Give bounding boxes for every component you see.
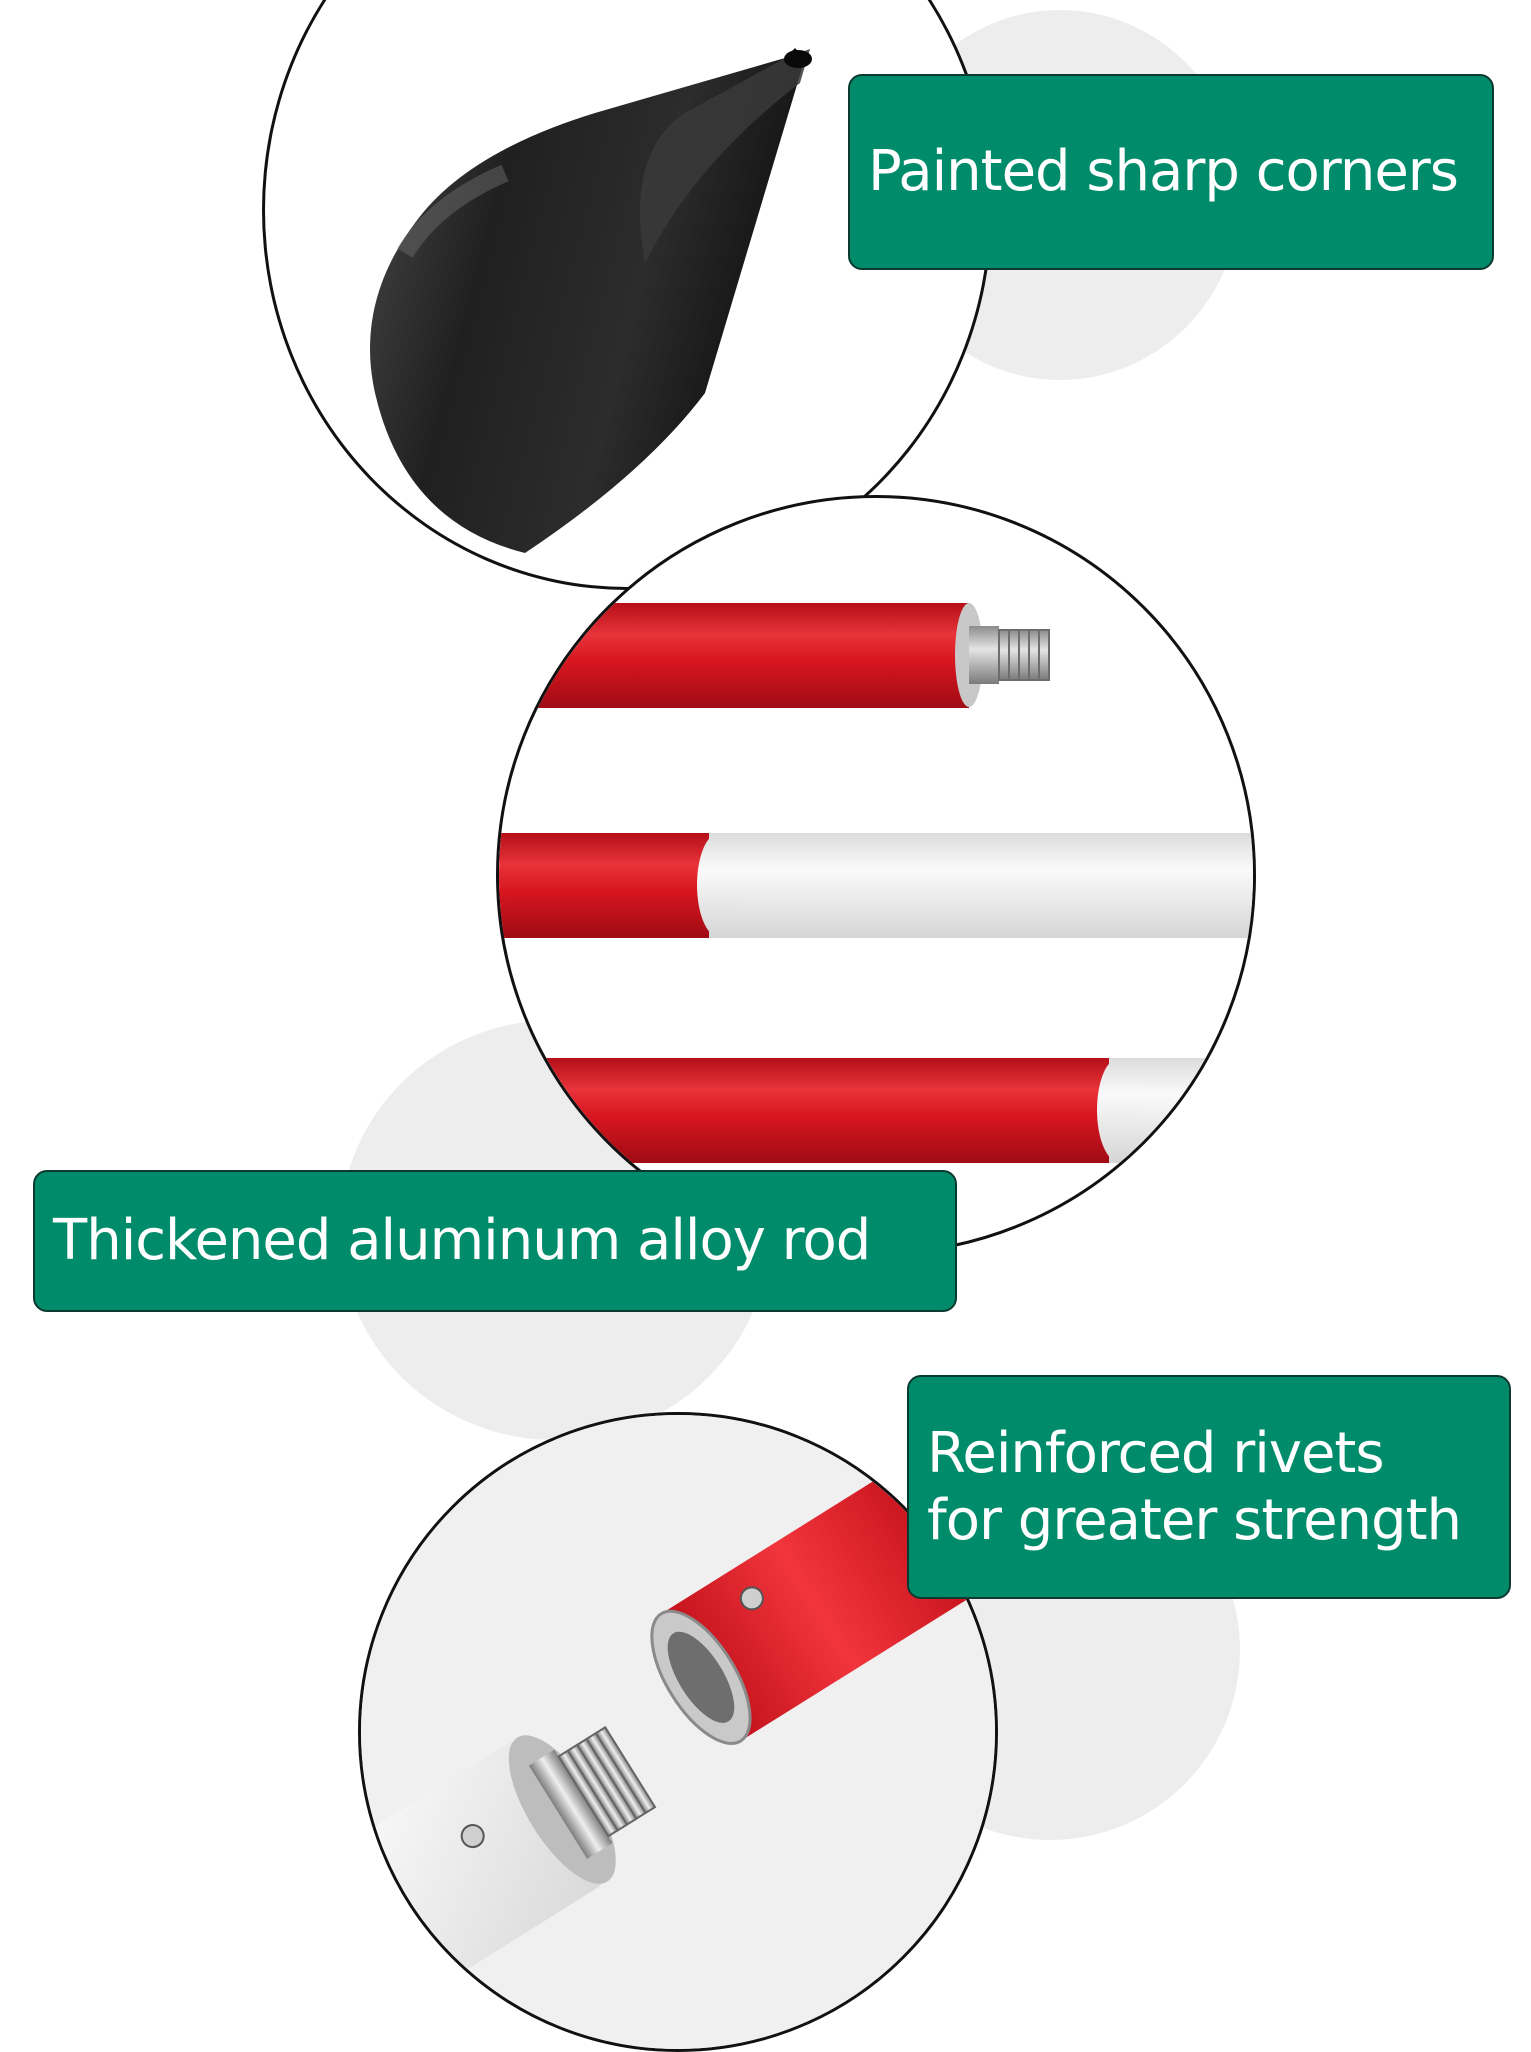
rod-detail-circle [496, 495, 1256, 1255]
rod-callout-text: Thickened aluminum alloy rod [53, 1208, 871, 1274]
rod-segments-icon [499, 603, 1253, 1163]
rod-callout: Thickened aluminum alloy rod [33, 1170, 957, 1312]
rivets-callout: Reinforced rivets for greater strength [907, 1375, 1511, 1599]
tip-callout-text: Painted sharp corners [868, 139, 1459, 205]
spike-tip-icon [265, 48, 812, 587]
rivets-callout-line2: for greater strength [927, 1488, 1462, 1553]
tip-callout: Painted sharp corners [848, 74, 1494, 270]
rivets-callout-line1: Reinforced rivets [927, 1420, 1385, 1486]
joint-detail-circle [358, 1412, 998, 2052]
threaded-joint-icon [361, 1415, 995, 2049]
